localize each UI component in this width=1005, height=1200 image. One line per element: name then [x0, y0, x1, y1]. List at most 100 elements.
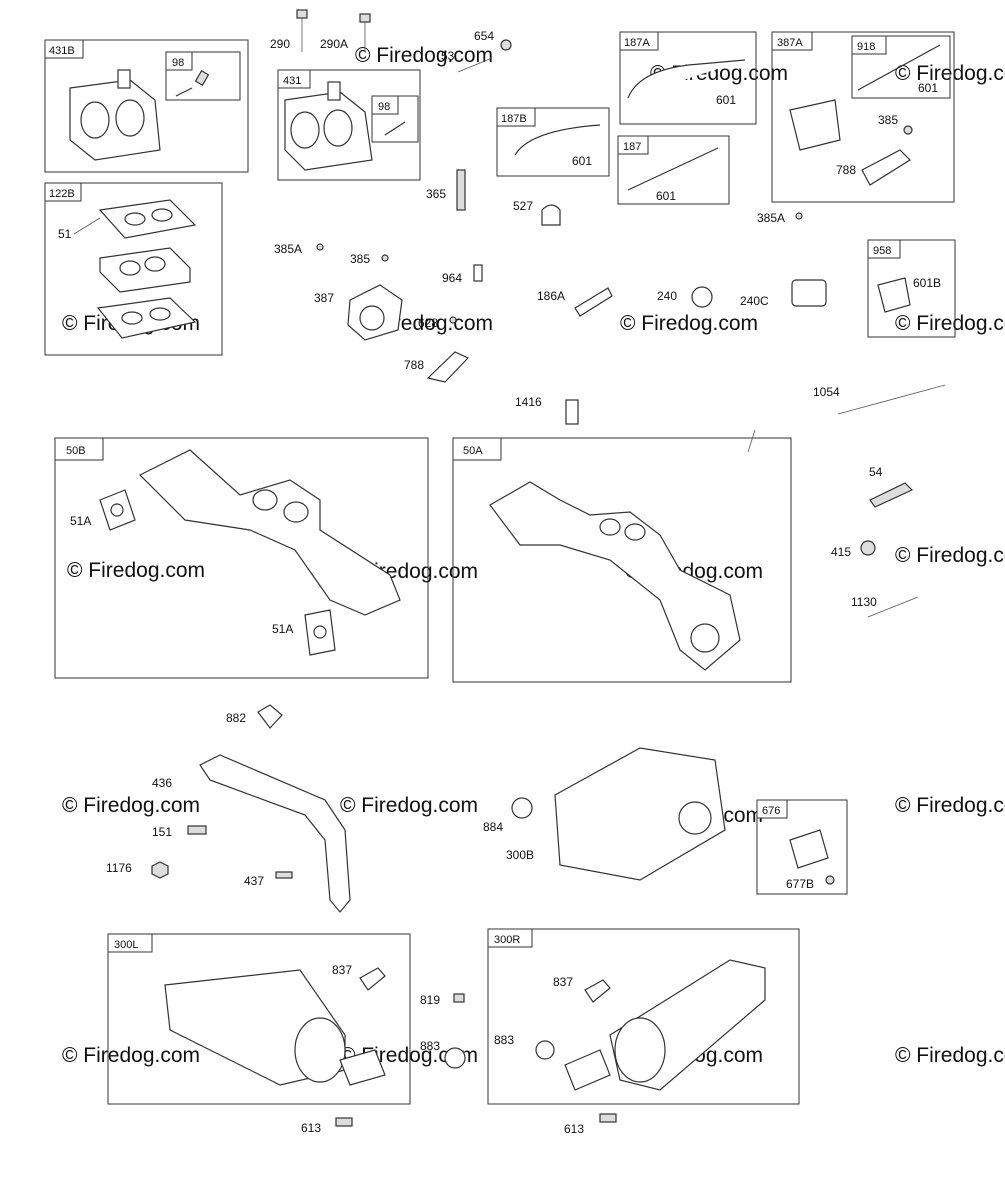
box-label: 300R: [494, 934, 520, 946]
intake-adapter-part: [284, 81, 373, 171]
box-label: 918: [857, 41, 875, 53]
screw-part: [449, 316, 457, 324]
gasket-part: [98, 199, 197, 239]
muffler-part: [164, 969, 346, 1086]
callout-label: 51: [58, 227, 72, 241]
bolt-part: [599, 1113, 617, 1123]
clamp-part: [535, 1040, 555, 1060]
callout-label: 1130: [851, 595, 877, 609]
box-label: 187: [623, 141, 641, 153]
screw-part: [384, 121, 406, 136]
callout-label: 1176: [106, 861, 132, 875]
fuel-filter-part: [791, 279, 827, 307]
box-187: 187 601: [617, 135, 730, 205]
box-50B: 50B 51A 51A: [54, 437, 429, 679]
box-431B: 431B 98: [44, 39, 249, 173]
box-label: 431B: [49, 45, 75, 57]
box-958: 958 601B: [867, 239, 956, 338]
box-300R: 300R 837 883: [487, 928, 800, 1105]
intake-adapter-part: [69, 69, 161, 161]
callout-label: 527: [513, 199, 533, 213]
stud-part: [457, 57, 493, 73]
box-50A: 50A: [452, 429, 792, 683]
watermark: © Firedog.com: [355, 44, 493, 67]
gasket-part: [257, 704, 283, 729]
fuel-pump-part: [347, 284, 403, 341]
watermark: © Firedog.com: [895, 544, 1005, 567]
callout-label: 365: [426, 187, 446, 201]
fuel-line-part: [627, 147, 719, 191]
fuel-line-part: [627, 59, 746, 99]
callout-label: 1054: [813, 385, 840, 399]
cable-tie-part: [837, 384, 946, 415]
box-187A: 187A 601: [619, 31, 757, 125]
screw-part: [316, 243, 324, 251]
bracket-part: [861, 149, 911, 186]
box-label: 300L: [114, 939, 138, 951]
intake-manifold-part: [489, 481, 741, 671]
screw-part: [825, 875, 835, 885]
screw-part: [381, 254, 389, 262]
callout-label: 240: [657, 289, 677, 303]
watermark: © Firedog.com: [340, 794, 478, 817]
callout-label: 290: [270, 37, 290, 51]
box-187B: 187B 601: [496, 107, 610, 177]
box-label: 187B: [501, 113, 527, 125]
callout-label: 240C: [740, 294, 769, 308]
watermark: © Firedog.com: [620, 312, 758, 335]
callout-label: 437: [244, 874, 264, 888]
watermark: © Firedog.com: [62, 1044, 200, 1067]
spacer-part: [99, 247, 191, 293]
callout-label: 837: [553, 975, 573, 989]
bracket-part: [584, 979, 611, 1003]
callout-label: 601: [918, 81, 938, 95]
callout-label: 601B: [913, 276, 941, 290]
watermark: © Firedog.com: [895, 794, 1005, 817]
box-676: 676 677B: [756, 799, 848, 895]
callout-label: 436: [152, 776, 172, 790]
screw-part: [903, 125, 913, 135]
callout-label: 601: [716, 93, 736, 107]
stud-part: [867, 596, 919, 618]
callout-label: 51A: [70, 514, 91, 528]
screw-part: [795, 212, 803, 220]
callout-label: 186A: [537, 289, 565, 303]
callout-label: 819: [420, 993, 440, 1007]
callout-label: 788: [404, 358, 424, 372]
box-122B: 122B 51: [44, 182, 223, 356]
callout-label: 51A: [272, 622, 293, 636]
bracket-part: [359, 967, 386, 991]
callout-label: 387: [314, 291, 334, 305]
callout-label: 385A: [274, 242, 302, 256]
fitting-part: [574, 287, 613, 317]
exhaust-pipe-part: [199, 754, 351, 913]
fuel-pump-part: [789, 99, 841, 151]
intake-manifold-part: [138, 449, 401, 616]
fuel-line-part: [514, 124, 601, 156]
callout-label: 677B: [786, 877, 814, 891]
watermark: © Firedog.com: [895, 1044, 1005, 1067]
bolt-365-part: [456, 169, 466, 211]
nut-part: [151, 861, 169, 879]
box-label: 958: [873, 245, 891, 257]
callout-label: 601: [656, 189, 676, 203]
nut-part: [500, 39, 512, 51]
valve-part: [691, 286, 713, 308]
box-431: 431 98: [277, 69, 421, 181]
bracket-part: [426, 351, 470, 383]
box-label: 50B: [66, 445, 86, 457]
bolt-290A-part: [359, 13, 371, 52]
callout-label: 53: [441, 49, 455, 63]
box-label: 676: [762, 805, 780, 817]
clamp-part: [541, 204, 561, 226]
callout-label: 884: [483, 820, 503, 834]
box-300L: 300L 837: [107, 933, 411, 1105]
clamp-part: [444, 1047, 466, 1069]
callout-label: 290A: [320, 37, 348, 51]
watermark-group: © Firedog.com © Firedog.com © Firedog.co…: [62, 44, 1005, 1067]
muffler-part: [554, 747, 726, 881]
box-label: 387A: [777, 37, 803, 49]
callout-label: 883: [420, 1039, 440, 1053]
spark-arrestor-part: [789, 829, 829, 869]
callout-label: 385: [350, 252, 370, 266]
